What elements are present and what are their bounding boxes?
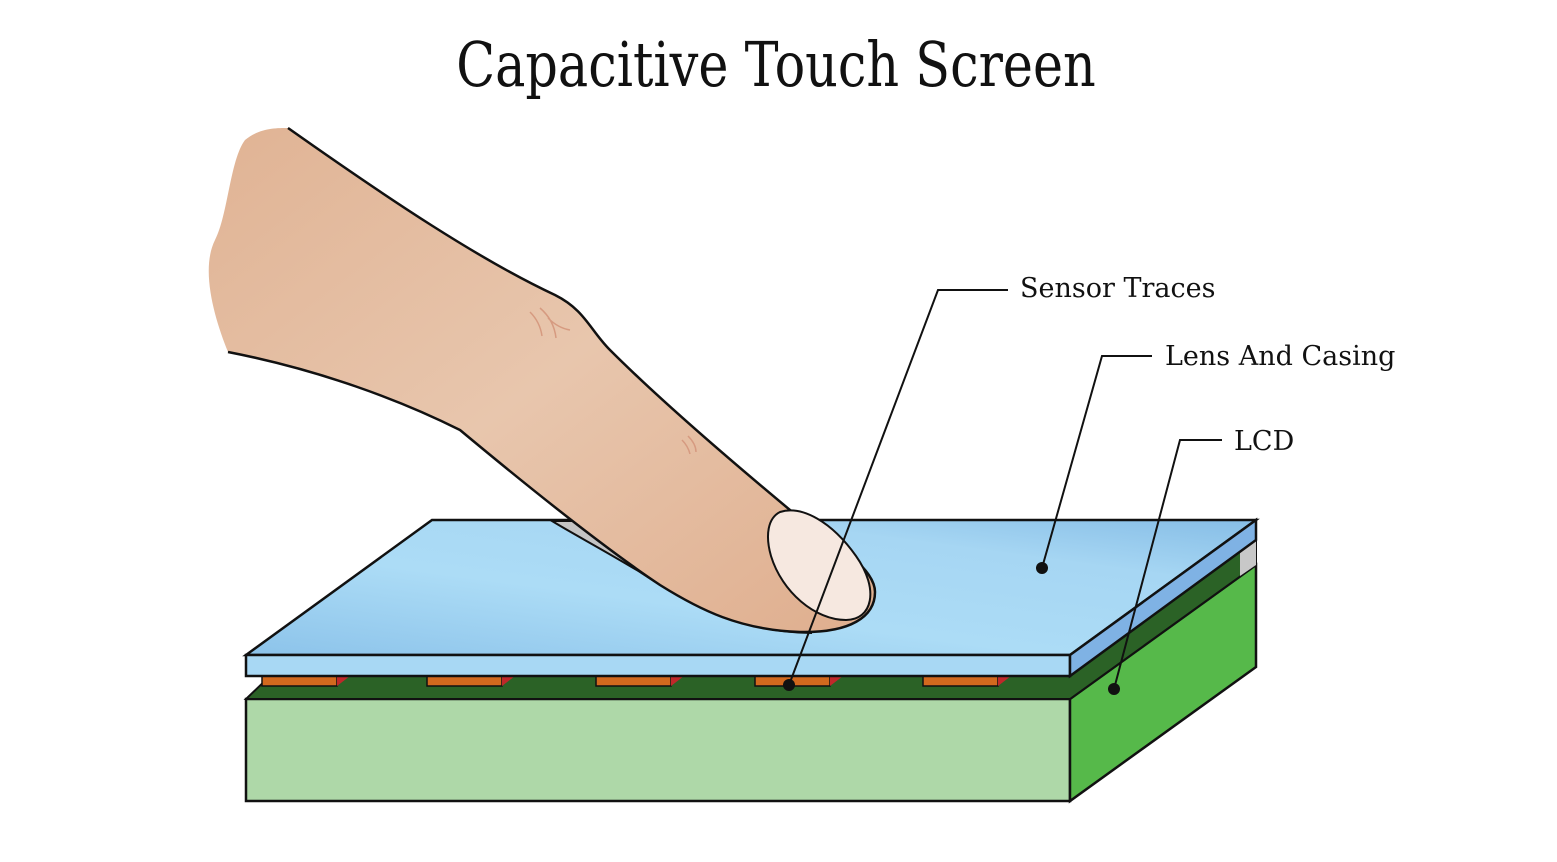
sensor-trace bbox=[426, 675, 515, 687]
callout-dot bbox=[783, 679, 795, 691]
label-lens-and-casing: Lens And Casing bbox=[1165, 341, 1395, 372]
callout-dot bbox=[1108, 683, 1120, 695]
callout-sensor-traces: Sensor Traces bbox=[783, 273, 1215, 691]
sensor-trace bbox=[261, 675, 350, 687]
title: Capacitive Touch Screen bbox=[456, 29, 1096, 101]
finger-illustration bbox=[208, 126, 877, 634]
sensor-trace bbox=[595, 675, 684, 687]
callout-lens-and-casing: Lens And Casing bbox=[1036, 341, 1395, 574]
label-lcd: LCD bbox=[1234, 426, 1294, 457]
label-sensor-traces: Sensor Traces bbox=[1020, 273, 1215, 304]
callout-lcd: LCD bbox=[1108, 426, 1294, 695]
sensor-trace bbox=[754, 675, 843, 687]
callout-dot bbox=[1036, 562, 1048, 574]
sensor-trace bbox=[922, 675, 1011, 687]
